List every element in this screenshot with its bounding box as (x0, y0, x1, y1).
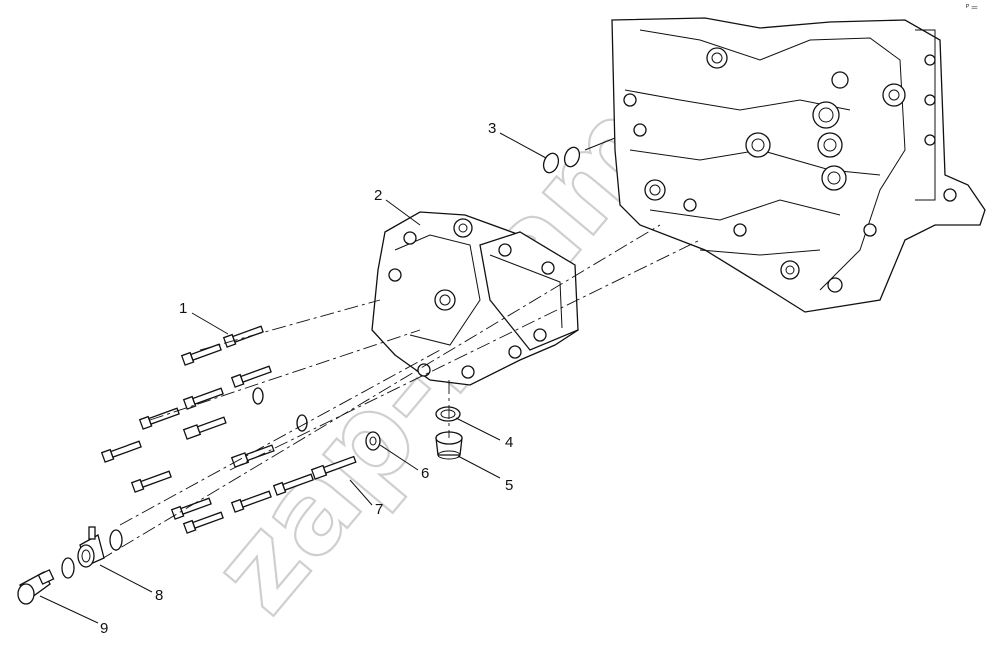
callout-8: 8 (155, 587, 163, 604)
callout-4: 4 (505, 434, 513, 451)
corner-mark: ᴾ ═ (966, 3, 978, 12)
bolts-1 (100, 325, 357, 534)
assembly-axes (99, 224, 701, 561)
engine-block (611, 17, 986, 313)
callout-2: 2 (374, 187, 382, 204)
callout-6: 6 (421, 465, 429, 482)
washer-6 (365, 431, 381, 451)
callout-1: 1 (179, 300, 187, 317)
o-ring-seals-3 (542, 137, 616, 174)
callout-3: 3 (488, 120, 496, 137)
callout-labels: 1 2 3 4 5 6 7 8 9 (100, 120, 513, 637)
leader-lines (39, 132, 547, 624)
seal-ring-4 (435, 406, 461, 422)
banjo-bolt-9 (17, 569, 55, 605)
callout-5: 5 (505, 477, 513, 494)
washers-left (252, 387, 308, 432)
callout-7: 7 (375, 501, 383, 518)
banjo-fitting-8 (61, 526, 123, 579)
oil-cooler-housing (371, 211, 579, 386)
callout-9: 9 (100, 620, 108, 637)
